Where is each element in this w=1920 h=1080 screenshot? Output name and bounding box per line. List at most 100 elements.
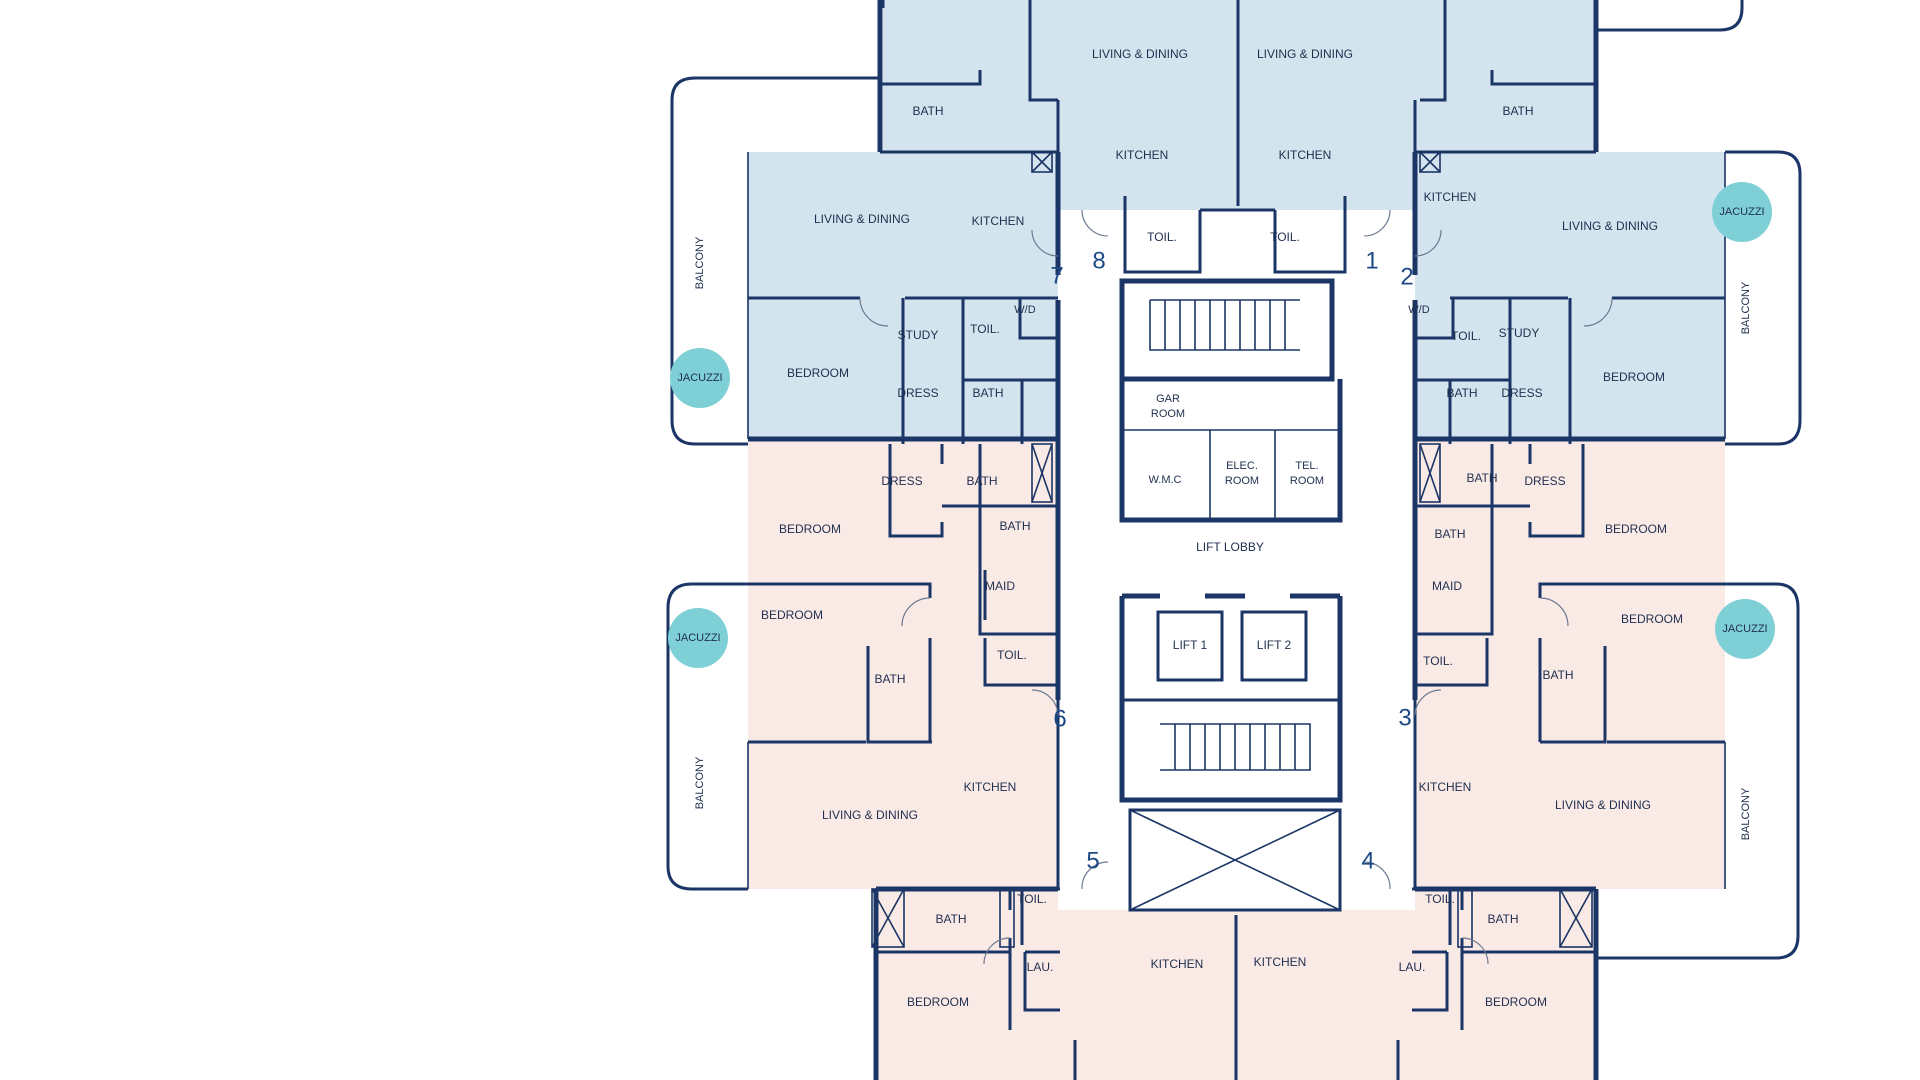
label-bedroom-3b: BEDROOM — [1621, 612, 1683, 626]
label-jacuzzi-lower-left: JACUZZI — [675, 632, 720, 644]
unit-5-fill — [876, 889, 1236, 1080]
label-dress-7: DRESS — [897, 386, 938, 400]
unit-4-fill — [1236, 889, 1596, 1080]
label-bedroom-3a: BEDROOM — [1605, 522, 1667, 536]
shafts — [871, 151, 1593, 948]
label-kitchen-a: KITCHEN — [1116, 148, 1169, 162]
label-toil-5: TOIL. — [1017, 892, 1047, 906]
label-bedroom-7: BEDROOM — [787, 366, 849, 380]
label-balcony-lower-right: BALCONY — [1740, 787, 1752, 840]
label-bath-a: BATH — [912, 104, 943, 118]
jacuzzi-upper-right — [1712, 182, 1772, 242]
label-bath-3b: BATH — [1434, 527, 1465, 541]
label-balcony-lower-left: BALCONY — [694, 756, 706, 809]
walls — [747, 0, 1726, 1080]
jacuzzi-lower-right — [1715, 599, 1775, 659]
label-toil-3: TOIL. — [1423, 654, 1453, 668]
label-wmc: W.M.C — [1149, 474, 1182, 486]
unit-number-7: 7 — [1050, 262, 1063, 289]
label-kitchen-5: KITCHEN — [1151, 957, 1204, 971]
label-lau-4: LAU. — [1399, 960, 1426, 974]
label-dress-2: DRESS — [1501, 386, 1542, 400]
label-bath-2: BATH — [1446, 386, 1477, 400]
label-bath-5: BATH — [935, 912, 966, 926]
label-kitchen-7: KITCHEN — [972, 214, 1025, 228]
label-wd-2: W/D — [1408, 304, 1429, 316]
label-maid-6: MAID — [985, 579, 1015, 593]
label-kitchen-3: KITCHEN — [1419, 780, 1472, 794]
label-bath-b: BATH — [1502, 104, 1533, 118]
label-bath-6c: BATH — [874, 672, 905, 686]
label-gar-room-1: GAR — [1156, 393, 1180, 405]
label-tel-room-2: ROOM — [1290, 475, 1324, 487]
unit-number-1: 1 — [1365, 247, 1378, 274]
stair-lower — [1160, 723, 1311, 771]
jacuzzi-lower-left — [668, 608, 728, 668]
label-living-dining-a: LIVING & DINING — [1092, 47, 1188, 61]
unit-numbers: 1 2 3 4 5 6 7 8 — [1050, 247, 1413, 874]
label-gar-room-2: ROOM — [1151, 408, 1185, 420]
door-swings — [859, 209, 1613, 965]
label-bath-7: BATH — [972, 386, 1003, 400]
label-living-dining-6: LIVING & DINING — [822, 808, 918, 822]
label-kitchen-4: KITCHEN — [1254, 955, 1307, 969]
unit-number-4: 4 — [1361, 847, 1374, 874]
label-bath-4: BATH — [1487, 912, 1518, 926]
label-balcony-upper-right: BALCONY — [1740, 281, 1752, 334]
label-dress-6: DRESS — [881, 474, 922, 488]
label-study-2: STUDY — [1499, 326, 1540, 340]
core-fill — [1058, 210, 1415, 910]
room-labels: LIVING & DINING LIVING & DINING BATH BAT… — [675, 47, 1767, 1009]
label-elec-room-2: ROOM — [1225, 475, 1259, 487]
label-lift-1: LIFT 1 — [1173, 638, 1208, 652]
unit-6-fill — [748, 439, 1058, 889]
label-jacuzzi-lower-right: JACUZZI — [1722, 623, 1767, 635]
label-toil-6: TOIL. — [997, 648, 1027, 662]
jacuzzi-upper-left — [670, 348, 730, 408]
label-wd-7: W/D — [1014, 304, 1035, 316]
label-bath-3a: BATH — [1466, 471, 1497, 485]
label-bedroom-6b: BEDROOM — [761, 608, 823, 622]
unit-3-fill — [1415, 439, 1725, 889]
unit-number-3: 3 — [1398, 704, 1411, 731]
label-maid-3: MAID — [1432, 579, 1462, 593]
label-bedroom-6a: BEDROOM — [779, 522, 841, 536]
label-jacuzzi-upper-right: JACUZZI — [1719, 206, 1764, 218]
label-kitchen-b: KITCHEN — [1279, 148, 1332, 162]
stair-upper — [1149, 299, 1300, 351]
unit-number-6: 6 — [1053, 705, 1066, 732]
label-kitchen-6: KITCHEN — [964, 780, 1017, 794]
label-lift-lobby: LIFT LOBBY — [1196, 540, 1264, 554]
unit-number-8: 8 — [1092, 247, 1105, 274]
label-living-dining-b: LIVING & DINING — [1257, 47, 1353, 61]
label-jacuzzi-upper-left: JACUZZI — [677, 372, 722, 384]
unit-number-5: 5 — [1086, 847, 1099, 874]
label-toil-a: TOIL. — [1147, 230, 1177, 244]
label-bedroom-4: BEDROOM — [1485, 995, 1547, 1009]
core — [1119, 278, 1343, 912]
label-tel-room-1: TEL. — [1295, 460, 1318, 472]
unit-number-2: 2 — [1400, 263, 1413, 290]
jacuzzis — [668, 182, 1775, 668]
label-living-dining-3: LIVING & DINING — [1555, 798, 1651, 812]
unit-7-upper-fill — [1035, 0, 1240, 210]
label-elec-room-1: ELEC. — [1226, 460, 1258, 472]
label-bath-6b: BATH — [999, 519, 1030, 533]
label-toil-b: TOIL. — [1270, 230, 1300, 244]
label-lift-2: LIFT 2 — [1257, 638, 1292, 652]
label-living-dining-7: LIVING & DINING — [814, 212, 910, 226]
label-bath-6a: BATH — [966, 474, 997, 488]
label-living-dining-2: LIVING & DINING — [1562, 219, 1658, 233]
label-bedroom-2: BEDROOM — [1603, 370, 1665, 384]
label-bath-3c: BATH — [1542, 668, 1573, 682]
label-kitchen-2: KITCHEN — [1424, 190, 1477, 204]
unit-8-upper-fill — [1240, 0, 1445, 210]
label-balcony-upper-left: BALCONY — [694, 236, 706, 289]
label-bedroom-5: BEDROOM — [907, 995, 969, 1009]
label-toil-7: TOIL. — [970, 322, 1000, 336]
unit-top-left-fill — [883, 0, 1035, 152]
label-dress-3: DRESS — [1524, 474, 1565, 488]
label-toil-4: TOIL. — [1425, 892, 1455, 906]
label-lau-5: LAU. — [1027, 960, 1054, 974]
